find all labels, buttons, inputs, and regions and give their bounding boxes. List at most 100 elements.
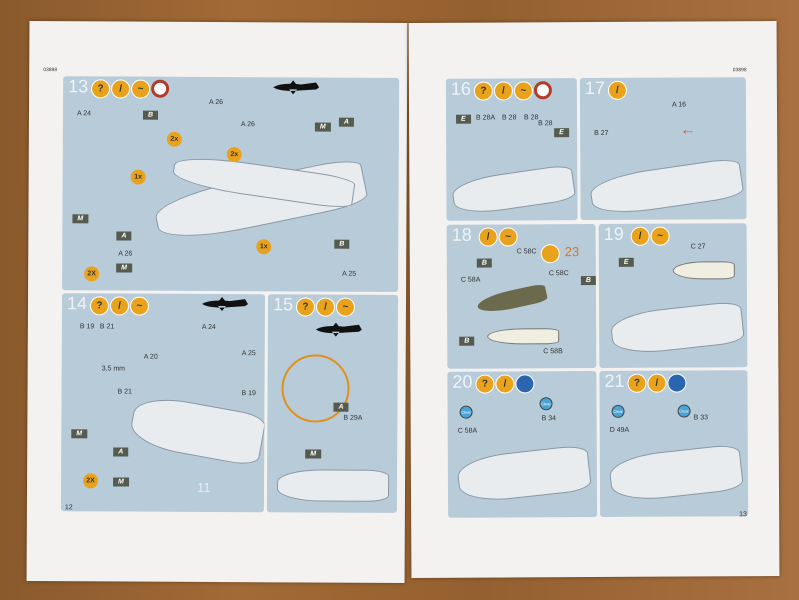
aircraft-drawing [607, 443, 745, 504]
callout: B 21 [117, 388, 132, 396]
step-number: 13 [68, 76, 89, 97]
step-number: 14 [66, 293, 88, 314]
brush-icon: / [607, 80, 627, 100]
question-icon: ? [475, 374, 495, 394]
step-21-panel: 21 ? / Clear Clear D 49A B 33 [599, 370, 749, 517]
callout: 1x [130, 169, 146, 185]
plane-silhouette-icon [201, 297, 248, 312]
callout: 2x [226, 147, 242, 163]
glue-icon [515, 374, 535, 394]
paint-icon: ~ [650, 226, 670, 246]
paint-icon: ~ [513, 81, 533, 101]
step-number: 15 [272, 294, 294, 315]
paint-icon: ~ [131, 79, 151, 99]
callout: A 16 [671, 101, 687, 109]
callout: 2X [83, 473, 99, 489]
step-17-panel: 17 / A 16 B 27 ← [579, 77, 747, 221]
question-icon: ? [91, 79, 111, 99]
step-19-panel: 19 / ~ E C 27 [598, 223, 748, 368]
callout: M [113, 477, 129, 487]
callout: 2X [84, 266, 100, 282]
callout: B 27 [594, 129, 609, 137]
callout: M [71, 429, 88, 439]
callout: M [72, 214, 89, 224]
aircraft-drawing [588, 156, 745, 219]
callout: A 20 [143, 353, 158, 361]
callout: A 25 [342, 270, 357, 278]
brush-icon: / [478, 227, 498, 247]
step-16-panel: 16 ? / ~ E B 28A B 28 B 28 B 28 E [445, 78, 578, 221]
brush-icon: / [647, 373, 667, 393]
callout: B 29A [343, 414, 363, 422]
callout: B 19 [241, 390, 256, 398]
step-18-panel: 18 / ~ C 58C B C 58C C 58A B C 58B B 23 [446, 223, 597, 369]
callout: C 58A [457, 427, 478, 435]
callout: B 28A [476, 114, 496, 122]
callout: B 33 [693, 414, 709, 422]
callout: 1x [256, 239, 272, 255]
document-code: 03898 [43, 67, 58, 74]
callout: A 25 [241, 350, 256, 358]
drop-tank-part [672, 261, 735, 280]
question-icon: ? [473, 81, 493, 101]
detail-magnifier-circle [281, 354, 350, 423]
question-icon: ? [627, 373, 647, 393]
aircraft-drawing [609, 300, 746, 357]
callout: B [142, 110, 159, 120]
step-20-panel: 20 ? / Clear Clear C 58A B 34 [447, 370, 598, 518]
callout: A [338, 117, 355, 127]
brush-icon: / [109, 296, 130, 316]
page-number: 12 [64, 504, 73, 512]
callout: 3,5 mm [101, 365, 126, 373]
part-number: 11 [196, 479, 211, 495]
callout: M [305, 449, 322, 459]
clock-icon [533, 81, 552, 100]
callout: B 34 [541, 415, 557, 423]
plane-silhouette-icon [315, 322, 362, 337]
callout: Clear [539, 397, 553, 411]
arrow-left-icon: ← [680, 121, 697, 139]
paint-icon: ~ [335, 297, 356, 317]
brush-icon: / [315, 297, 336, 317]
aircraft-drawing [127, 392, 266, 468]
callout: C 58C [548, 270, 569, 278]
glue-icon [667, 373, 687, 393]
brush-icon: / [493, 81, 513, 101]
aircraft-drawing [455, 444, 593, 505]
aircraft-tail-drawing [276, 469, 390, 502]
callout: C 27 [690, 243, 706, 251]
document-code: 03898 [732, 67, 747, 74]
callout: B [476, 258, 492, 268]
step-number: 21 [604, 370, 625, 391]
callout: B 28 [502, 114, 517, 122]
left-page: 03898 12 13 ? / ~ A 24 B 2x A 26 A 26 M … [26, 21, 408, 583]
callout: Clear [677, 404, 691, 418]
next-step-reference: 23 [564, 244, 580, 260]
step-number: 19 [603, 223, 624, 244]
callout: B 21 [99, 323, 115, 331]
callout: Clear [459, 405, 473, 419]
aircraft-drawing [450, 163, 577, 218]
callout: B [459, 336, 475, 346]
callout: 2x [166, 131, 182, 147]
callout: M [314, 122, 331, 132]
callout: A 24 [76, 110, 92, 118]
callout: C 58C [516, 248, 537, 256]
callout: A 26 [118, 250, 133, 258]
callout: A 24 [201, 323, 216, 331]
drop-tank-part [487, 328, 560, 345]
callout: C 58B [543, 348, 563, 356]
step-14-panel: 14 ? / ~ B 19 B 21 A 20 A 24 A 25 3,5 mm… [60, 293, 266, 513]
paint-icon: ~ [498, 227, 518, 247]
step-number: 16 [450, 78, 471, 99]
question-icon: ? [295, 297, 316, 317]
step-number: 17 [584, 77, 605, 99]
callout: C 58A [460, 276, 481, 284]
step-number: 20 [452, 371, 473, 392]
callout: Clear [611, 404, 625, 418]
callout: B 28 [538, 120, 553, 128]
callout: E [554, 128, 569, 138]
callout: E [456, 114, 471, 124]
brush-icon: / [111, 79, 131, 99]
drop-tank-part [475, 283, 549, 316]
